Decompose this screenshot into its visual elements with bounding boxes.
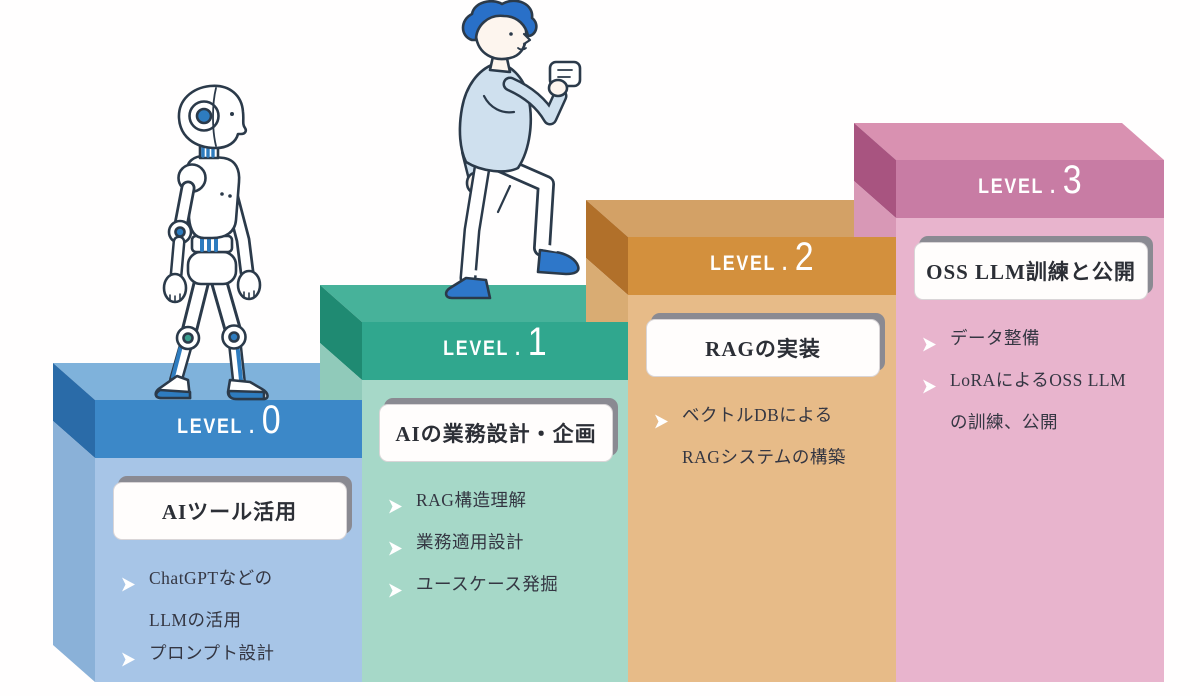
bullet-item: の訓練、公開 — [923, 406, 1126, 439]
level-title-box: AIツール活用 — [112, 482, 347, 540]
bullet-arrow-icon — [122, 637, 149, 679]
block-level-band — [95, 400, 362, 458]
bullet-item: データ整備 — [923, 322, 1126, 364]
block-top-face — [53, 363, 362, 400]
bullet-item: プロンプト設計 — [122, 637, 274, 679]
block-top-face — [854, 123, 1164, 160]
level-bullets: ベクトルDBによる RAGシステムの構築 — [655, 399, 846, 474]
level-title: AIの業務設計・企画 — [395, 422, 597, 446]
level-block: LEVEL . 3 OSS LLM訓練と公開 データ整備 LoRAによるOSS L… — [896, 160, 1164, 682]
block-left-face-dark — [586, 200, 628, 295]
level-title: OSS LLM訓練と公開 — [926, 260, 1136, 284]
bullet-item: LoRAによるOSS LLM — [923, 364, 1126, 406]
bullet-indent — [923, 406, 950, 415]
bullet-item: RAG構造理解 — [389, 484, 558, 526]
level-title-box: RAGの実装 — [646, 319, 880, 377]
level-title: AIツール活用 — [161, 500, 298, 524]
bullet-indent — [655, 441, 682, 450]
bullet-arrow-icon — [389, 568, 416, 610]
bullet-arrow-icon — [389, 526, 416, 568]
level-band: LEVEL . 1 — [362, 322, 628, 380]
bullet-arrow-icon — [923, 322, 950, 364]
bullet-item: ChatGPTなどの — [122, 562, 274, 604]
level-band-number: 1 — [527, 320, 547, 364]
bullet-text: 業務適用設計 — [416, 532, 524, 552]
level-band-number: 0 — [261, 398, 281, 442]
block-front-face — [95, 400, 362, 682]
bullet-item: RAGシステムの構築 — [655, 441, 846, 474]
bullet-text: LLMの活用 — [149, 610, 242, 630]
level-band-number: 3 — [1062, 158, 1082, 202]
block-top-face — [320, 285, 628, 322]
block-level-band — [628, 237, 896, 295]
level-title-box: OSS LLM訓練と公開 — [914, 242, 1148, 300]
bullet-text: データ整備 — [950, 328, 1040, 348]
block-left-face-dark — [320, 285, 362, 380]
level-bullets: RAG構造理解業務適用設計ユースケース発掘 — [389, 484, 558, 610]
level-band-word: LEVEL — [710, 252, 777, 275]
level-band-dot: . — [248, 415, 254, 438]
block-top-face — [586, 200, 896, 237]
level-bullets: ChatGPTなどの LLMの活用プロンプト設計 — [122, 562, 274, 679]
block-left-face-dark — [53, 363, 95, 458]
bullet-indent — [122, 604, 149, 613]
level-band: LEVEL . 3 — [896, 160, 1164, 218]
bullet-item: LLMの活用 — [122, 604, 274, 637]
bullet-arrow-icon — [923, 364, 950, 406]
level-band-dot: . — [1050, 175, 1056, 198]
level-block: LEVEL . 0 AIツール活用 ChatGPTなどの LLMの活用プロンプト設… — [95, 400, 362, 682]
block-left-face-light — [53, 421, 95, 682]
level-title-box: AIの業務設計・企画 — [379, 404, 613, 462]
bullet-item: ユースケース発掘 — [389, 568, 558, 610]
block-level-band — [896, 160, 1164, 218]
bullet-text: ベクトルDBによる — [682, 405, 833, 425]
bullet-item: 業務適用設計 — [389, 526, 558, 568]
level-title: RAGの実装 — [705, 337, 821, 361]
level-band-word: LEVEL — [176, 415, 243, 438]
block-left-face-dark — [854, 123, 896, 218]
bullet-text: ユースケース発掘 — [416, 574, 559, 594]
bullet-arrow-icon — [389, 484, 416, 526]
level-band: LEVEL . 2 — [628, 237, 896, 295]
bullet-text: プロンプト設計 — [149, 643, 275, 663]
level-band-word: LEVEL — [978, 175, 1045, 198]
bullet-text: RAG構造理解 — [416, 490, 527, 510]
bullet-text: の訓練、公開 — [950, 412, 1058, 432]
level-bullets: データ整備 LoRAによるOSS LLM の訓練、公開 — [923, 322, 1126, 439]
level-band-word: LEVEL — [443, 337, 510, 360]
bullet-arrow-icon — [655, 399, 682, 441]
level-band-number: 2 — [794, 235, 814, 279]
level-block: LEVEL . 1 AIの業務設計・企画 RAG構造理解業務適用設計ユースケース… — [362, 322, 628, 682]
bullet-text: ChatGPTなどの — [149, 568, 273, 588]
bullet-text: LoRAによるOSS LLM — [950, 370, 1127, 390]
level-block: LEVEL . 2 RAGの実装 ベクトルDBによる RAGシステムの構築 — [628, 237, 896, 682]
level-band: LEVEL . 0 — [95, 400, 362, 458]
bullet-item: ベクトルDBによる — [655, 399, 846, 441]
bullet-arrow-icon — [122, 562, 149, 604]
level-band-dot: . — [515, 337, 521, 360]
level-band-dot: . — [782, 252, 788, 275]
bullet-text: RAGシステムの構築 — [682, 447, 846, 467]
block-level-band — [362, 322, 628, 380]
